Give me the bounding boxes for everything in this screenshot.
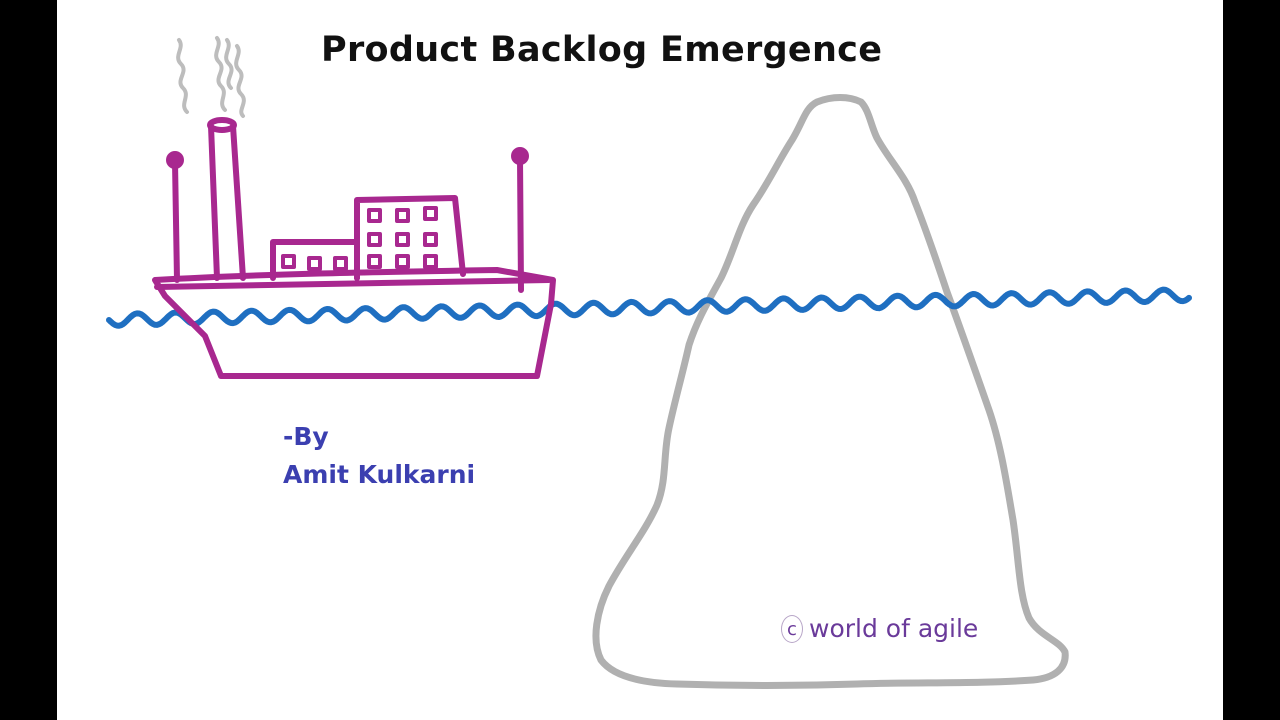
diagram-title: Product Backlog Emergence [321,30,883,70]
rear-mast-light [511,147,529,165]
chimney-top [207,117,237,133]
copyright-icon: c [781,614,803,643]
illustration [106,36,1192,689]
ship-rear-mast [517,155,524,293]
copyright-text: world of agile [809,614,979,643]
copyright-notice: c world of agile [781,614,978,643]
ship-upper-cabin [354,195,466,281]
byline-prefix: -By [283,422,329,451]
author-name: Amit Kulkarni [283,460,476,489]
ship-deck-line [154,277,552,290]
ship-chimney [208,123,246,281]
ship-front-mast [172,159,180,283]
iceberg-outline [592,94,1069,689]
front-mast-light [166,151,184,169]
slide-canvas: Product Backlog Emergence -By Amit Kulka… [57,0,1223,720]
cabin-windows [281,206,438,271]
steamship [152,117,556,379]
smoke-puffs [176,36,246,118]
water-wave-line [106,286,1192,329]
